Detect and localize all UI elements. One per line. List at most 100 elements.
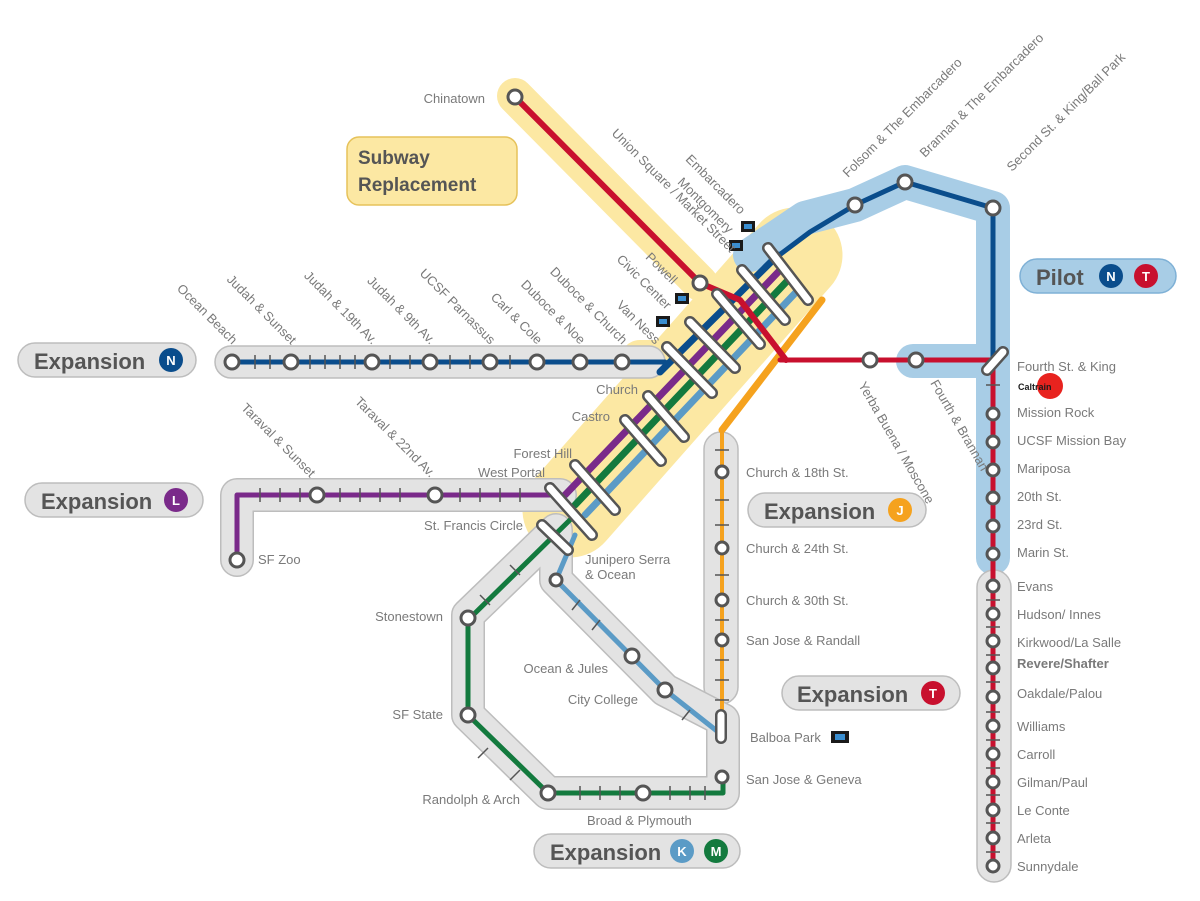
station-revere[interactable] bbox=[985, 660, 1001, 676]
t-line-chinatown bbox=[512, 94, 703, 286]
station-stonestown[interactable] bbox=[459, 609, 477, 627]
station-church-18th[interactable] bbox=[714, 464, 730, 480]
station-duboce-church[interactable] bbox=[613, 353, 631, 371]
station-labels: Chinatown Church Castro Forest Hill West… bbox=[258, 91, 1127, 874]
label-forest-hill: Forest Hill bbox=[513, 446, 572, 461]
station-ocean-beach[interactable] bbox=[223, 353, 241, 371]
expansion-m-badge-text: M bbox=[711, 844, 722, 859]
station-chinatown[interactable] bbox=[506, 88, 524, 106]
station-williams[interactable] bbox=[985, 718, 1001, 734]
station-broad-plymouth[interactable] bbox=[634, 784, 652, 802]
station-evans[interactable] bbox=[985, 578, 1001, 594]
station-fourth-brannan[interactable] bbox=[907, 351, 925, 369]
station-sf-zoo[interactable] bbox=[228, 551, 246, 569]
bart-logo-icon bbox=[656, 221, 849, 743]
station-taraval-sunset[interactable] bbox=[308, 486, 326, 504]
station-sunnydale[interactable] bbox=[985, 858, 1001, 874]
station-judah-9th[interactable] bbox=[421, 353, 439, 371]
station-taraval-22nd[interactable] bbox=[426, 486, 444, 504]
label-taraval-sunset: Taraval & Sunset bbox=[238, 400, 318, 480]
expansion-l-badge bbox=[164, 488, 188, 512]
station-mission-rock[interactable] bbox=[985, 406, 1001, 422]
expansion-l-badge-text: L bbox=[172, 493, 180, 508]
label-20th: 20th St. bbox=[1017, 489, 1062, 504]
label-ucsf-mission-bay: UCSF Mission Bay bbox=[1017, 433, 1127, 448]
label-st-francis: St. Francis Circle bbox=[424, 518, 523, 533]
pilot-n-badge bbox=[1099, 264, 1123, 288]
station-church-30th[interactable] bbox=[714, 592, 730, 608]
pilot-pill: Pilot N T bbox=[1019, 258, 1177, 294]
expansion-j-pill: Expansion J bbox=[747, 492, 927, 528]
label-chinatown: Chinatown bbox=[424, 91, 485, 106]
station-judah-sunset[interactable] bbox=[282, 353, 300, 371]
caltrain-text: Caltrain bbox=[1018, 382, 1052, 392]
station-ucsf-mission-bay[interactable] bbox=[985, 434, 1001, 450]
station-second-king[interactable] bbox=[984, 199, 1002, 217]
station-mariposa[interactable] bbox=[985, 462, 1001, 478]
station-sj-geneva[interactable] bbox=[714, 769, 730, 785]
label-ocean-jules: Ocean & Jules bbox=[523, 661, 608, 676]
station-brannan-embarcadero[interactable] bbox=[896, 173, 914, 191]
label-castro: Castro bbox=[572, 409, 610, 424]
station-23rd[interactable] bbox=[985, 518, 1001, 534]
station-kirkwood[interactable] bbox=[985, 633, 1001, 649]
expansion-j-label: Expansion bbox=[764, 499, 875, 524]
m-line-south bbox=[465, 512, 726, 796]
station-sj-randall[interactable] bbox=[714, 632, 730, 648]
station-randolph-arch[interactable] bbox=[539, 784, 557, 802]
station-hudson[interactable] bbox=[985, 606, 1001, 622]
label-mariposa: Mariposa bbox=[1017, 461, 1071, 476]
station-yerba-buena[interactable] bbox=[861, 351, 879, 369]
subway-replacement-box bbox=[346, 136, 518, 206]
expansion-l-pill: Expansion L bbox=[24, 482, 204, 518]
station-duboce-noe[interactable] bbox=[571, 353, 589, 371]
subway-replacement-line2: Replacement bbox=[358, 175, 477, 196]
caltrain-logo-icon: Caltrain bbox=[1018, 373, 1063, 399]
expansion-n-pill: Expansion N bbox=[17, 342, 197, 378]
expansion-n-badge-text: N bbox=[166, 353, 175, 368]
label-williams: Williams bbox=[1017, 719, 1066, 734]
station-church-24th[interactable] bbox=[714, 540, 730, 556]
label-ocean-beach: Ocean Beach bbox=[174, 281, 240, 347]
label-church-24th: Church & 24th St. bbox=[746, 541, 849, 556]
station-powell[interactable] bbox=[691, 274, 709, 292]
label-carroll: Carroll bbox=[1017, 747, 1055, 762]
expansion-t-pill: Expansion T bbox=[781, 675, 961, 711]
expansion-j-badge-text: J bbox=[896, 503, 903, 518]
label-folsom: Folsom & The Embarcadero bbox=[840, 55, 965, 180]
label-second-king: Second St. & King/Ball Park bbox=[1004, 49, 1129, 174]
station-junipero-serra[interactable] bbox=[548, 572, 564, 588]
expansion-n-label: Expansion bbox=[34, 349, 145, 374]
line-ticks bbox=[254, 355, 1000, 853]
label-mission-rock: Mission Rock bbox=[1017, 405, 1095, 420]
label-broad-plymouth: Broad & Plymouth bbox=[587, 813, 692, 828]
station-gilman[interactable] bbox=[985, 774, 1001, 790]
station-city-college[interactable] bbox=[656, 681, 674, 699]
expansion-km-pill: Expansion K M bbox=[533, 833, 741, 869]
station-judah-19th[interactable] bbox=[363, 353, 381, 371]
station-carl-cole[interactable] bbox=[528, 353, 546, 371]
subway-replacement-line1: Subway bbox=[358, 148, 430, 169]
expansion-t-label: Expansion bbox=[797, 682, 908, 707]
station-20th[interactable] bbox=[985, 490, 1001, 506]
label-sf-zoo: SF Zoo bbox=[258, 552, 301, 567]
station-ocean-jules[interactable] bbox=[623, 647, 641, 665]
station-carroll[interactable] bbox=[985, 746, 1001, 762]
station-marin[interactable] bbox=[985, 546, 1001, 562]
station-ucsf-parnassus[interactable] bbox=[481, 353, 499, 371]
station-oakdale[interactable] bbox=[985, 689, 1001, 705]
station-arleta[interactable] bbox=[985, 830, 1001, 846]
expansion-m-badge bbox=[704, 839, 728, 863]
label-sj-randall: San Jose & Randall bbox=[746, 633, 860, 648]
label-fourth-king: Fourth St. & King bbox=[1017, 359, 1116, 374]
station-sf-state[interactable] bbox=[459, 706, 477, 724]
label-junipero-serra: Junipero Serra bbox=[585, 552, 671, 567]
expansion-j-badge bbox=[888, 498, 912, 522]
station-folsom[interactable] bbox=[846, 196, 864, 214]
label-sunnydale: Sunnydale bbox=[1017, 859, 1078, 874]
label-evans: Evans bbox=[1017, 579, 1054, 594]
station-le-conte[interactable] bbox=[985, 802, 1001, 818]
label-sj-geneva: San Jose & Geneva bbox=[746, 772, 862, 787]
l-line-west bbox=[234, 492, 568, 563]
